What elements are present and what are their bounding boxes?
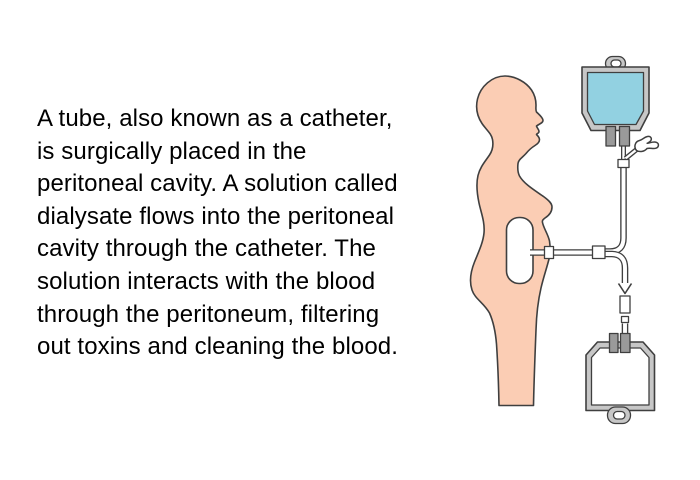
drain-bag-interior [590,347,650,406]
dialysate-bag-clamp-right [618,125,631,147]
tube-to-drain-bag-fill [603,252,627,283]
bag-hanger-hole [610,59,622,68]
dialysate-fluid [586,71,645,126]
twist-valve-icon [634,135,660,153]
tubing [530,166,633,337]
drain-bag-clamp-left [608,332,619,354]
tube-segment-connector [619,295,631,314]
patient-figure [469,75,553,407]
body-text: A tube, also known as a catheter, is sur… [37,105,398,361]
flow-arrow-down-icon [617,283,633,295]
y-junction-connector [591,245,606,260]
peritoneal-cavity-shape [505,216,534,285]
drain-bag [585,332,656,425]
dialysate-bag-clamp-left [605,125,617,147]
tube-segment-small [620,315,630,324]
catheter-connector [543,245,555,260]
drain-bag-loop-hole [612,410,626,420]
dialysate-bag [581,55,660,169]
tube-to-dialysate-bag [603,166,627,255]
bag-outlet-connector [617,158,630,169]
drain-bag-clamp-right [619,332,631,354]
